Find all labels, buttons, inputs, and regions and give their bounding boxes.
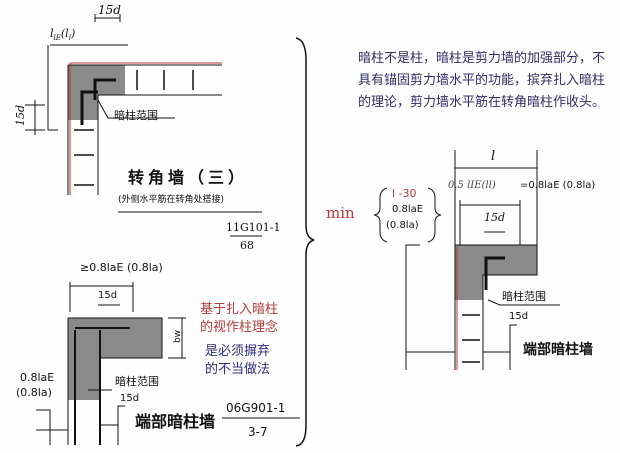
ref-code: 06G901-1 xyxy=(226,401,286,415)
note-blue-line1: 是必须摒弃 xyxy=(205,344,271,359)
dim-15d-right: 15d xyxy=(120,393,140,404)
concrete-region xyxy=(68,358,100,400)
dim-15d-side: 15d xyxy=(14,104,28,127)
explanation-paragraph: 暗柱不是柱，暗柱是剪力墙的加强部分，不具有锚固剪力墙水平的功能，摈弃扎入暗柱的理… xyxy=(358,51,606,110)
concrete-region xyxy=(455,275,483,300)
dim-15d-lower: 15d xyxy=(509,311,529,322)
region-label: 暗柱范围 xyxy=(502,290,546,303)
dim-l: l xyxy=(491,149,496,164)
dim-lie-l: l xyxy=(50,27,54,40)
region-label: 暗柱范围 xyxy=(114,109,158,122)
concrete-region xyxy=(455,245,537,275)
dim-15d: 15d xyxy=(98,290,118,301)
figure-title: 端部暗柱墙 xyxy=(135,412,216,431)
dim-left-2: (0.8la) xyxy=(16,386,52,399)
figure-subtitle: (外侧水平筋在转角处搭接) xyxy=(118,195,225,205)
dim-lie-paren: (l xyxy=(60,27,69,40)
note-red-line2: 的视作柱理念 xyxy=(200,320,279,335)
dim-half: 0.5 lIE(ll) xyxy=(448,180,496,191)
dim-15d: 15d xyxy=(98,3,121,17)
dim-bw: bw xyxy=(173,329,184,344)
note-blue-line2: 的不当做法 xyxy=(205,362,271,377)
dim-lie-close: ) xyxy=(70,27,76,40)
min-option-2: 0.8laE xyxy=(392,204,424,215)
min-label: min xyxy=(326,204,355,222)
dim-lie: llE(ll) xyxy=(50,28,75,42)
figure-title: 转角墙（三） xyxy=(128,168,249,187)
min-option-1: l -30 xyxy=(392,187,417,200)
dim-lie-sub: lE xyxy=(53,34,61,43)
dim-15d: 15d xyxy=(484,211,506,224)
dim-top: ≥0.8laE (0.8la) xyxy=(80,261,163,274)
ref-page: 3-7 xyxy=(248,425,268,439)
min-option-3: (0.8la) xyxy=(386,220,419,231)
region-label: 暗柱范围 xyxy=(115,375,159,388)
dim-lie-paren-sub: l xyxy=(68,34,71,43)
figure-title: 端部暗柱墙 xyxy=(523,342,593,358)
concrete-region xyxy=(68,318,162,358)
dim-left-1: 0.8laE xyxy=(20,371,55,384)
note-red-line1: 基于扎入暗柱 xyxy=(200,302,279,317)
ref-code: 11G101-1 xyxy=(226,221,281,234)
dim-eq: =0.8laE (0.8la) xyxy=(520,180,596,191)
ref-page: 68 xyxy=(240,239,254,252)
